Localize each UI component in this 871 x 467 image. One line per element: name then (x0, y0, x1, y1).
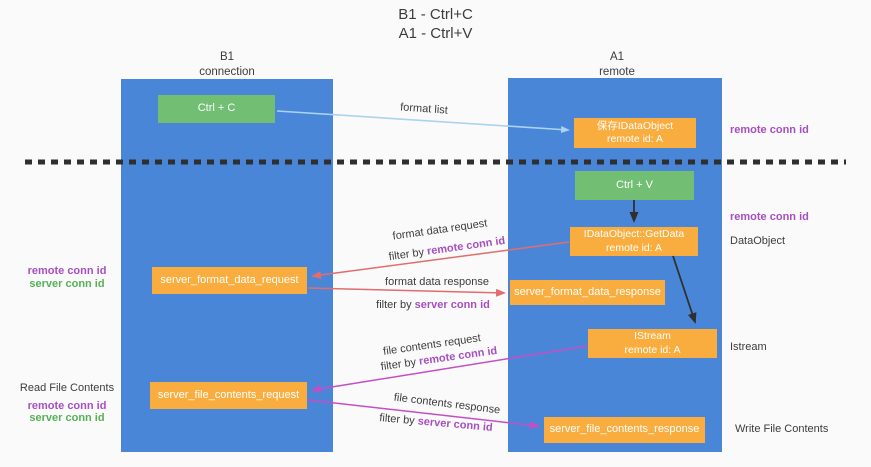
diagram-title: B1 - Ctrl+C A1 - Ctrl+V (0, 6, 871, 44)
save-idataobject-box: 保存IDataObject remote id: A (574, 118, 696, 148)
filter-key-remote-conn-id: remote conn id (426, 234, 506, 258)
istream-side-label: Istream (730, 341, 767, 353)
left-column-subtitle: connection (199, 65, 255, 78)
server-file-contents-response-label: server_file_contents_response (549, 423, 700, 436)
server-conn-id-label-mid-left: server conn id (29, 278, 105, 290)
filter-prefix: filter by (376, 299, 415, 311)
getdata-line2: remote id: A (605, 241, 663, 254)
left-column-name: B1 (219, 51, 235, 63)
getdata-line1: IDataObject::GetData (583, 228, 685, 241)
remote-conn-id-label-top-right: remote conn id (730, 124, 809, 136)
save-idataobject-line2: remote id: A (606, 133, 664, 145)
server-format-data-request-box: server_format_data_request (152, 267, 307, 294)
ctrl-c-label: Ctrl + C (197, 102, 236, 115)
right-column-header: A1 remote (557, 50, 677, 80)
server-format-data-response-label: server_format_data_response (514, 285, 661, 298)
server-file-contents-response-box: server_file_contents_response (544, 417, 705, 443)
file-contents-response-label: file contents response (393, 391, 501, 417)
right-column-name: A1 (609, 51, 625, 63)
left-column-header: B1 connection (167, 50, 287, 80)
filter-prefix: filter by (380, 355, 420, 374)
server-conn-id-label-bottom-left: server conn id (29, 412, 105, 424)
remote-conn-id-label-mid-right: remote conn id (730, 211, 809, 223)
istream-box: IStream remote id: A (588, 329, 717, 358)
format-data-response-filter-label: filter by server conn id (376, 299, 490, 311)
title-line-1: B1 - Ctrl+C (398, 6, 473, 23)
write-file-contents-label: Write File Contents (735, 423, 829, 435)
filter-prefix: filter by (378, 412, 419, 428)
filter-prefix: filter by (388, 245, 428, 264)
server-file-contents-request-box: server_file_contents_request (150, 382, 307, 409)
dataobject-label: DataObject (730, 235, 786, 247)
server-format-data-request-label: server_format_data_request (160, 273, 299, 286)
server-file-contents-request-label: server_file_contents_request (157, 388, 300, 401)
ctrl-v-box: Ctrl + V (575, 171, 694, 200)
filter-key-server-conn-id: server conn id (417, 415, 494, 434)
filter-key-server-conn-id: server conn id (414, 299, 490, 311)
server-format-data-response-box: server_format_data_response (510, 280, 665, 305)
format-data-response-arrow (307, 287, 506, 297)
idataobject-getdata-box: IDataObject::GetData remote id: A (570, 227, 698, 256)
remote-conn-id-label-bottom-left: remote conn id (27, 400, 107, 412)
read-file-contents-label: Read File Contents (19, 382, 115, 394)
istream-line2: remote id: A (624, 343, 681, 356)
ctrl-v-label: Ctrl + V (616, 178, 653, 191)
file-contents-response-filter-label: filter by server conn id (379, 412, 493, 434)
right-column-subtitle: remote (599, 65, 635, 78)
title-line-2: A1 - Ctrl+V (398, 24, 473, 42)
format-list-label: format list (399, 101, 449, 117)
ctrl-c-box: Ctrl + C (158, 95, 275, 123)
save-idataobject-line1: 保存IDataObject (596, 119, 674, 132)
remote-conn-id-label-mid-left: remote conn id (27, 265, 107, 277)
format-data-response-label: format data response (385, 276, 489, 288)
istream-line1: IStream (634, 330, 671, 343)
